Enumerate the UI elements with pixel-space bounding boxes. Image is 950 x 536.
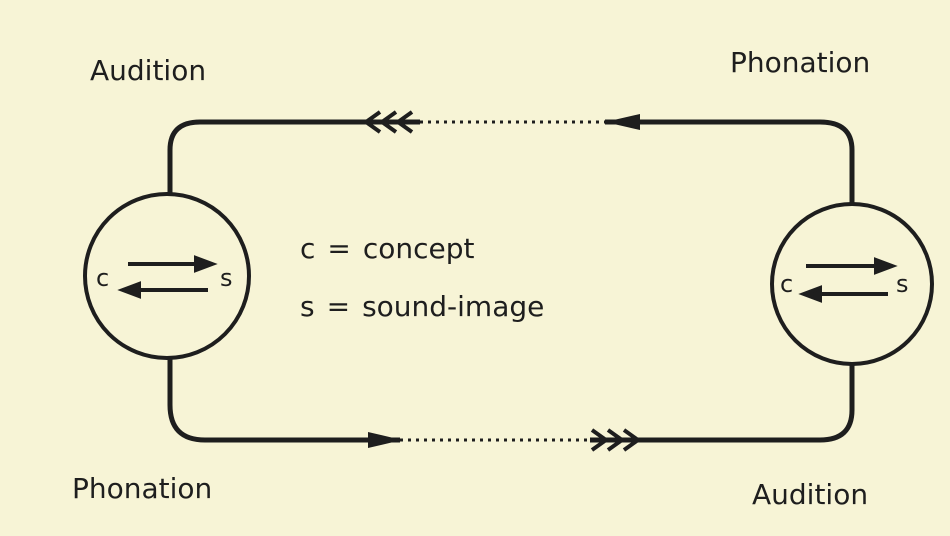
legend-s-text: sound-image — [362, 290, 545, 323]
top-triple-arrowhead — [364, 110, 414, 134]
label-audition-left: Audition — [90, 54, 207, 87]
left-circle-c: c — [96, 264, 109, 292]
label-phonation-left: Phonation — [72, 472, 213, 505]
top-path-solid-right — [605, 119, 855, 205]
legend-c-text: concept — [362, 232, 475, 265]
legend-s-symbol: s — [300, 290, 315, 323]
bottom-path-solid-right — [590, 362, 855, 443]
legend-sound-image: s = sound-image — [300, 290, 544, 323]
left-speaker-circle — [83, 192, 251, 360]
bottom-path-solid-left — [167, 352, 400, 443]
top-single-arrowhead — [605, 114, 640, 130]
legend-concept: c = concept — [300, 232, 475, 265]
left-internal-arrows — [117, 255, 218, 299]
right-speaker-circle — [770, 202, 934, 366]
top-path-solid-left — [167, 119, 420, 195]
right-circle-s: s — [896, 270, 909, 298]
left-circle-s: s — [220, 264, 233, 292]
label-audition-right: Audition — [752, 478, 869, 511]
bottom-triple-arrowhead — [590, 428, 640, 452]
label-phonation-right: Phonation — [730, 46, 871, 79]
bottom-single-arrowhead — [368, 432, 402, 448]
right-circle-c: c — [780, 270, 793, 298]
right-internal-arrows — [798, 257, 898, 303]
legend-c-equals: = — [327, 232, 351, 265]
legend-s-equals: = — [326, 290, 351, 323]
legend-c-symbol: c — [300, 232, 316, 265]
